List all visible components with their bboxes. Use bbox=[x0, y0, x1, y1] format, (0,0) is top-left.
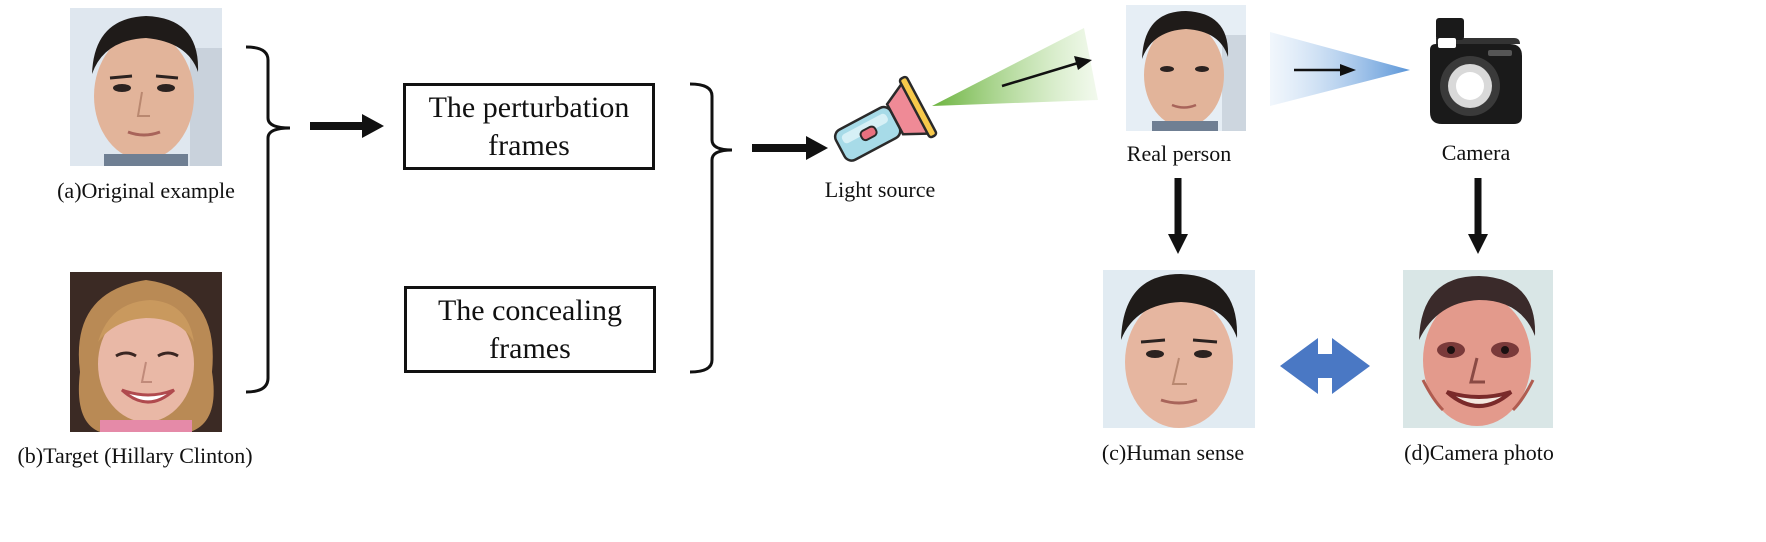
perturbation-frames-box: The perturbation frames bbox=[403, 83, 655, 170]
camera-icon bbox=[1430, 18, 1522, 124]
left-bracket bbox=[245, 45, 291, 394]
original-example-caption: (a)Original example bbox=[57, 178, 235, 203]
human-sense-caption: (c)Human sense bbox=[1101, 440, 1245, 465]
target-photo bbox=[70, 272, 222, 432]
perturbation-label-line2: frames bbox=[488, 128, 570, 162]
right-bracket bbox=[689, 82, 733, 374]
real-person-caption: Real person bbox=[1126, 141, 1232, 166]
human-sense-photo bbox=[1103, 270, 1255, 428]
real-person-photo bbox=[1126, 5, 1246, 131]
target-caption: (b)Target (Hillary Clinton) bbox=[17, 443, 253, 468]
arrow-person-to-human-sense bbox=[1168, 178, 1188, 254]
concealing-label-line2: frames bbox=[489, 331, 571, 365]
arrow-to-frames bbox=[310, 114, 384, 138]
double-arrow-icon bbox=[1280, 338, 1370, 394]
arrow-camera-to-photo bbox=[1468, 178, 1488, 254]
perturbation-label-line1: The perturbation bbox=[428, 90, 630, 124]
arrow-to-light-source bbox=[752, 136, 828, 160]
light-beam bbox=[932, 28, 1098, 106]
original-example-photo bbox=[70, 8, 222, 166]
concealing-frames-box: The concealing frames bbox=[404, 286, 656, 373]
light-source-caption: Light source bbox=[824, 177, 936, 202]
camera-photo bbox=[1403, 270, 1553, 428]
camera-photo-caption: (d)Camera photo bbox=[1404, 440, 1554, 465]
arrow-person-to-camera bbox=[1294, 64, 1356, 76]
concealing-label-line1: The concealing bbox=[437, 293, 623, 327]
camera-caption: Camera bbox=[1441, 140, 1511, 165]
arrow-light-to-person bbox=[1001, 56, 1092, 88]
flashlight-icon bbox=[833, 75, 938, 162]
